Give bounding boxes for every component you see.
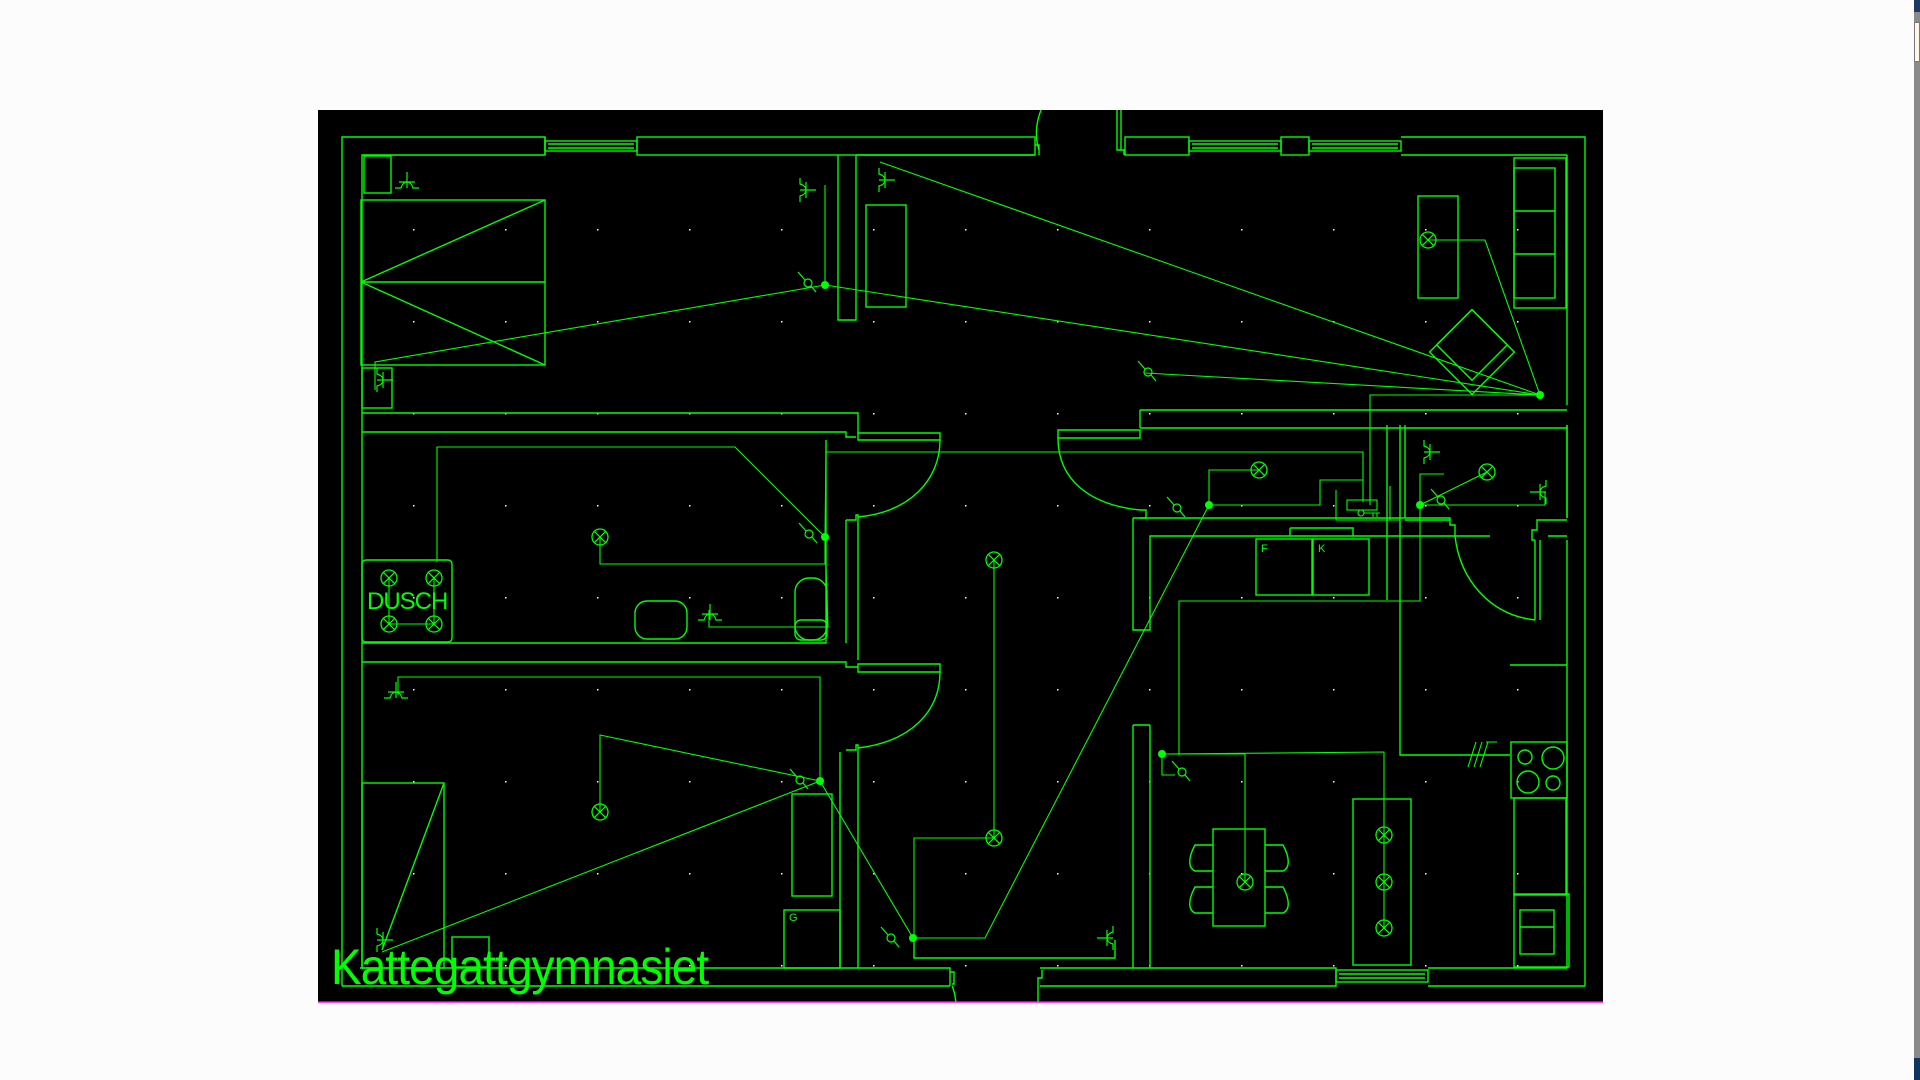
armchair [1428, 308, 1516, 396]
kitchen-island [1352, 798, 1412, 966]
wardrobe-bedroom2 [791, 793, 833, 897]
wardrobe-g [783, 909, 841, 969]
wardrobe-label: G [789, 912, 798, 924]
vertical-scrollbar[interactable] [1914, 0, 1920, 1080]
cabinet-bedroom1 [363, 155, 392, 194]
wiring [374, 161, 1546, 953]
wardrobe-hall [865, 204, 907, 308]
outer-walls [341, 109, 1586, 1003]
bed-bedroom2 [361, 782, 445, 969]
scrollbar-bottom-cap [1914, 1058, 1920, 1080]
scrollbar-top-cap [1914, 0, 1920, 12]
junction-points [816, 281, 1544, 942]
nightstand-bedroom2 [451, 936, 490, 968]
kitchen-counter [1510, 664, 1570, 968]
coffee-table [1417, 195, 1459, 299]
sofa [1513, 157, 1567, 309]
scrollbar-thumb[interactable] [1914, 22, 1920, 62]
sink-bathroom [634, 600, 688, 640]
bed-bedroom1 [360, 199, 546, 366]
dining-table [1189, 828, 1289, 927]
shower-tray [361, 559, 453, 643]
fridge-freezer [1255, 527, 1370, 596]
shower-label: DUSCH [367, 588, 448, 615]
stove-connection-icon [1467, 741, 1497, 768]
distribution-board [1346, 499, 1380, 517]
grid-dots [350, 145, 1580, 980]
hall-shelf [913, 938, 1116, 959]
fridge-label: F [1261, 543, 1268, 555]
interior-walls [362, 154, 1568, 968]
freezer-label: K [1318, 543, 1326, 555]
drawing-title: Kattegattgymnasiet [331, 939, 709, 995]
